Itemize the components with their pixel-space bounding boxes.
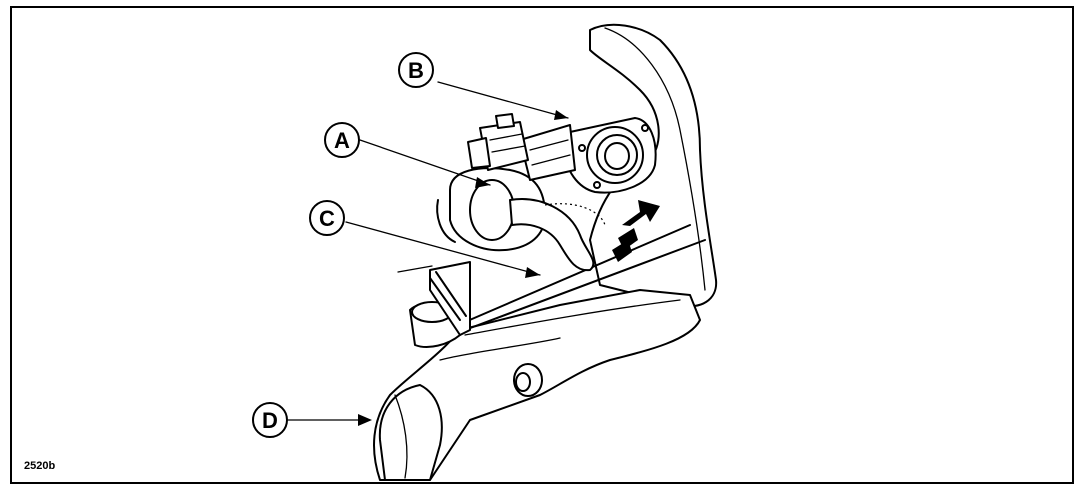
filler-neck-b [519, 117, 657, 194]
callout-a-label: A [334, 128, 350, 153]
callout-d: D [252, 402, 288, 438]
callout-b: B [398, 52, 434, 88]
callout-b-label: B [408, 58, 424, 83]
leader-lines [287, 81, 569, 426]
direction-arrows [612, 200, 660, 262]
callout-a: A [324, 122, 360, 158]
hose-a [436, 167, 606, 272]
callout-d-label: D [262, 408, 278, 433]
figure-id: 2520b [24, 460, 56, 472]
connector-clip [467, 113, 529, 171]
callout-c: C [309, 200, 345, 236]
lower-structure [373, 289, 701, 481]
diagram-frame [10, 6, 1074, 484]
callout-c-label: C [319, 206, 335, 231]
panel-edge [397, 224, 706, 336]
